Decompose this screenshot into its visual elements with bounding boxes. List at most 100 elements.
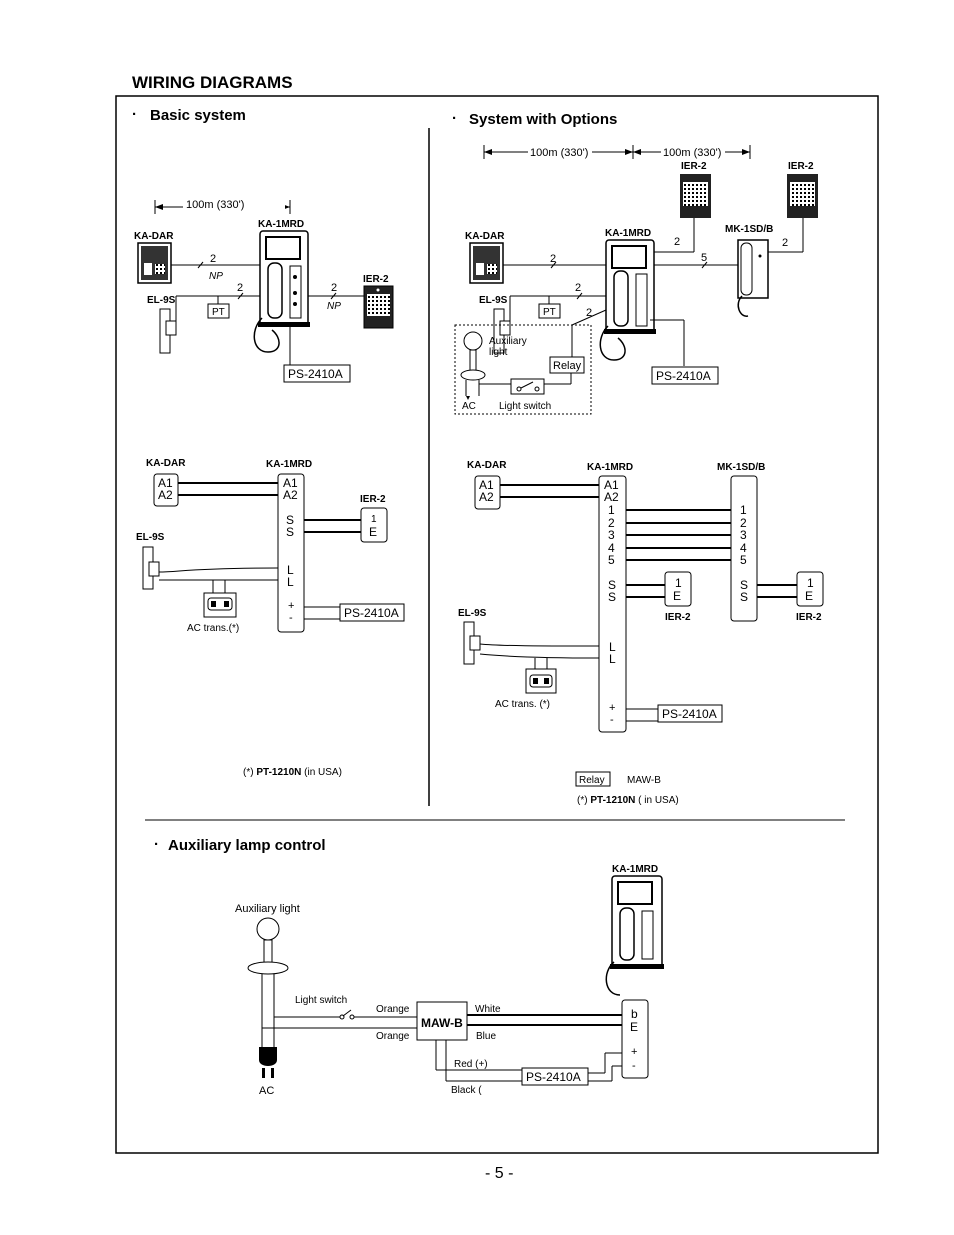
ier-2-label: IER-2 bbox=[363, 274, 389, 285]
section-bullet: · bbox=[132, 106, 137, 123]
terminal-label: 1 bbox=[740, 503, 747, 517]
np-note: NP bbox=[327, 301, 341, 312]
pt-label: PT bbox=[543, 307, 556, 318]
terminal-label: + bbox=[288, 600, 294, 612]
terminal-label: A2 bbox=[283, 488, 298, 502]
ps-label: PS-2410A bbox=[656, 369, 711, 383]
wire-count: 2 bbox=[331, 282, 337, 294]
wire-count: 2 bbox=[782, 237, 788, 249]
terminal-label: 1 bbox=[675, 576, 682, 590]
terminal-label: 2 bbox=[740, 516, 747, 530]
ier-2-label: IER-2 bbox=[788, 161, 814, 172]
terminal-label: A1 bbox=[604, 478, 619, 492]
electric-lock-icon bbox=[159, 308, 177, 354]
wire-color: Blue bbox=[476, 1031, 496, 1042]
ac-label: AC bbox=[259, 1085, 274, 1097]
ka-dar-label: KA-DAR bbox=[465, 231, 505, 242]
ier-2-label: IER-2 bbox=[796, 612, 822, 623]
sub-station-icon bbox=[363, 285, 394, 329]
page-title: WIRING DIAGRAMS bbox=[132, 73, 293, 92]
terminal-label: A2 bbox=[479, 490, 494, 504]
terminal-label: - bbox=[610, 714, 614, 726]
basic-top-diagram: 100m (330') KA-DAR KA-1MRD EL-9S IER-2 bbox=[134, 198, 394, 383]
sub-station-icon bbox=[787, 174, 818, 218]
pt-label: PT bbox=[212, 307, 225, 318]
wire-color: Red (+) bbox=[454, 1059, 488, 1070]
terminal-label: S bbox=[608, 578, 616, 592]
wire-color: Black ( bbox=[451, 1085, 482, 1096]
wire-count: 5 bbox=[701, 252, 707, 264]
terminal-label: S bbox=[740, 590, 748, 604]
ps-label: PS-2410A bbox=[344, 606, 399, 620]
ka-1mrd-label: KA-1MRD bbox=[258, 219, 304, 230]
terminal-label: A2 bbox=[604, 490, 619, 504]
door-station-icon bbox=[469, 242, 504, 284]
footnote: (*) PT-1210N (in USA) bbox=[243, 767, 342, 778]
heading-auxiliary-lamp-control: Auxiliary lamp control bbox=[168, 837, 326, 854]
wire-count: 2 bbox=[575, 282, 581, 294]
distance-label: 100m (330') bbox=[530, 147, 588, 159]
electric-lock-icon bbox=[463, 621, 481, 665]
terminal-label: S bbox=[740, 578, 748, 592]
lamp-icon bbox=[247, 917, 289, 975]
terminal-label: E bbox=[805, 589, 813, 603]
ps-label: PS-2410A bbox=[526, 1070, 581, 1084]
ka-1mrd-label: KA-1MRD bbox=[587, 462, 633, 473]
wire-color: Orange bbox=[376, 1031, 410, 1042]
terminal-label: 4 bbox=[740, 541, 747, 555]
aux-light-label-2: light bbox=[489, 347, 508, 358]
electric-lock-icon bbox=[142, 546, 160, 590]
ka-dar-label: KA-DAR bbox=[467, 460, 507, 471]
monitor-unit-icon bbox=[253, 230, 310, 353]
maw-b-label: MAW-B bbox=[421, 1016, 463, 1030]
terminal-label: 3 bbox=[608, 528, 615, 542]
terminal-label: S bbox=[286, 525, 294, 539]
lamp-icon bbox=[460, 331, 486, 400]
terminal-label: - bbox=[289, 612, 293, 624]
wire-color: Orange bbox=[376, 1004, 410, 1015]
maw-legend: MAW-B bbox=[627, 775, 661, 786]
terminal-label: 1 bbox=[371, 514, 377, 525]
terminal-label: 3 bbox=[740, 528, 747, 542]
options-bottom-diagram: KA-DAR KA-1MRD MK-1SD/B EL-9S A1 A2 A1 A… bbox=[458, 460, 824, 806]
ier-2-label: IER-2 bbox=[681, 161, 707, 172]
sub-station-icon bbox=[680, 174, 711, 218]
terminal-label: 5 bbox=[608, 553, 615, 567]
terminal-label: E bbox=[630, 1020, 638, 1034]
ac-trans-label: AC trans. (*) bbox=[495, 699, 550, 710]
np-note: NP bbox=[209, 271, 223, 282]
page-number: - 5 - bbox=[485, 1165, 513, 1182]
section-bullet: · bbox=[154, 836, 159, 853]
ier-2-label: IER-2 bbox=[360, 494, 386, 505]
wire-count: 2 bbox=[210, 253, 216, 265]
ac-label: AC bbox=[462, 401, 476, 412]
aux-light-label: Auxiliary bbox=[489, 336, 527, 347]
light-switch-label: Light switch bbox=[499, 401, 551, 412]
terminal-label: E bbox=[369, 525, 377, 539]
terminal-label: 2 bbox=[608, 516, 615, 530]
relay-legend: Relay bbox=[579, 775, 605, 786]
wire-color: White bbox=[475, 1004, 501, 1015]
distance-label: 100m (330') bbox=[663, 147, 721, 159]
options-top-diagram: 100m (330') 100m (330') IER-2 IER-2 KA-D… bbox=[454, 145, 818, 415]
heading-basic-system: Basic system bbox=[150, 107, 246, 124]
terminal-label: A1 bbox=[479, 478, 494, 492]
el-9s-label: EL-9S bbox=[479, 295, 508, 306]
terminal-label: + bbox=[609, 702, 615, 714]
terminal-label: + bbox=[631, 1046, 637, 1058]
section-bullet: · bbox=[452, 110, 457, 127]
terminal-label: b bbox=[631, 1007, 638, 1021]
terminal-label: 4 bbox=[608, 541, 615, 555]
terminal-label: - bbox=[632, 1060, 636, 1072]
terminal-label: 1 bbox=[608, 503, 615, 517]
ac-trans-label: AC trans.(*) bbox=[187, 623, 239, 634]
footnote: (*) PT-1210N ( in USA) bbox=[577, 795, 679, 806]
aux-light-label: Auxiliary light bbox=[235, 903, 300, 915]
mk-1sdb-label: MK-1SD/B bbox=[725, 224, 773, 235]
heading-system-with-options: System with Options bbox=[469, 111, 617, 128]
terminal-label: E bbox=[673, 589, 681, 603]
terminal-label: S bbox=[608, 590, 616, 604]
ka-dar-label: KA-DAR bbox=[146, 458, 186, 469]
ier-2-label: IER-2 bbox=[665, 612, 691, 623]
ac-plug-icon bbox=[259, 1047, 277, 1078]
